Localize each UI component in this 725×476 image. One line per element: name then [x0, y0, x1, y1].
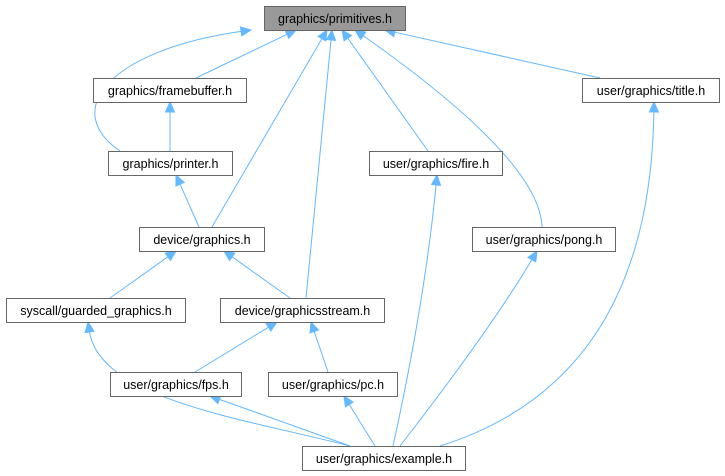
- edge-devgraphics-to-printer: [175, 173, 200, 228]
- node-box[interactable]: [93, 78, 247, 103]
- edge-line: [179, 183, 200, 228]
- node-label: syscall/guarded_graphics.h: [20, 304, 172, 318]
- node-pong[interactable]: user/graphics/pong.h: [472, 227, 616, 252]
- edge-fps-to-gstream: [194, 321, 279, 373]
- arrowhead: [325, 28, 337, 41]
- arrowhead: [175, 173, 186, 187]
- edge-line: [439, 111, 655, 447]
- node-label: user/graphics/title.h: [597, 84, 705, 98]
- node-gstream[interactable]: device/graphicsstream.h: [220, 298, 385, 323]
- node-label: user/graphics/fps.h: [123, 378, 229, 392]
- edge-line: [219, 398, 351, 447]
- edge-example-to-title: [439, 100, 660, 447]
- node-primitives[interactable]: graphics/primitives.h: [264, 6, 406, 31]
- edge-framebuffer-to-primitives: [195, 29, 298, 79]
- node-box[interactable]: [264, 6, 406, 31]
- node-box[interactable]: [369, 151, 503, 176]
- edge-example-to-guarded: [84, 320, 351, 447]
- node-label: device/graphics.h: [153, 233, 250, 247]
- edge-line: [194, 326, 269, 373]
- arrowhead: [341, 29, 353, 42]
- node-box[interactable]: [220, 298, 385, 323]
- edge-line: [394, 31, 601, 79]
- edge-gstream-to-primitives: [305, 28, 337, 299]
- edge-devgraphics-to-primitives: [211, 28, 328, 228]
- arrowhead: [265, 321, 279, 332]
- node-label: device/graphicsstream.h: [235, 304, 371, 318]
- node-box[interactable]: [472, 227, 616, 252]
- node-fire[interactable]: user/graphics/fire.h: [369, 151, 503, 176]
- arrowhead: [164, 100, 176, 113]
- node-box[interactable]: [6, 298, 186, 323]
- edge-line: [195, 33, 288, 79]
- edges-layer: [84, 26, 660, 447]
- arrowhead: [239, 26, 253, 37]
- node-label: graphics/primitives.h: [278, 12, 392, 26]
- node-devgraphics[interactable]: device/graphics.h: [139, 227, 265, 252]
- node-box[interactable]: [302, 446, 466, 471]
- nodes-layer: graphics/primitives.h graphics/framebuffe…: [6, 6, 720, 471]
- edge-fire-to-primitives: [341, 29, 429, 152]
- node-label: user/graphics/fire.h: [383, 157, 489, 171]
- node-label: user/graphics/example.h: [316, 452, 452, 466]
- node-label: user/graphics/pc.h: [282, 378, 384, 392]
- node-label: user/graphics/pong.h: [486, 233, 603, 247]
- edge-title-to-primitives: [383, 27, 601, 79]
- node-box[interactable]: [108, 151, 233, 176]
- node-box[interactable]: [582, 78, 720, 103]
- arrowhead: [648, 100, 660, 113]
- arrowhead: [527, 249, 538, 263]
- node-box[interactable]: [268, 372, 398, 397]
- node-box[interactable]: [110, 372, 242, 397]
- edge-example-to-fire: [392, 173, 442, 447]
- edge-example-to-pong: [399, 249, 538, 447]
- edge-example-to-fps: [208, 394, 351, 447]
- edge-line: [89, 331, 351, 447]
- node-example[interactable]: user/graphics/example.h: [302, 446, 466, 471]
- arrowhead: [430, 173, 442, 186]
- node-pc[interactable]: user/graphics/pc.h: [268, 372, 398, 397]
- node-printer[interactable]: graphics/printer.h: [108, 151, 233, 176]
- arrowhead: [317, 28, 328, 42]
- arrowhead: [223, 250, 236, 262]
- arrowhead: [284, 29, 298, 40]
- node-box[interactable]: [139, 227, 265, 252]
- edge-pong-to-primitives: [353, 29, 543, 228]
- arrowhead: [353, 29, 367, 41]
- arrowhead: [309, 320, 320, 334]
- edge-line: [348, 404, 376, 447]
- edge-guarded-to-devgraphics: [109, 250, 177, 299]
- arrowhead: [164, 250, 177, 262]
- edge-line: [347, 37, 429, 152]
- edge-line: [211, 38, 323, 228]
- node-guarded[interactable]: syscall/guarded_graphics.h: [6, 298, 186, 323]
- edge-example-to-pc: [343, 394, 376, 447]
- edge-gstream-to-devgraphics: [223, 250, 291, 299]
- node-title[interactable]: user/graphics/title.h: [582, 78, 720, 103]
- arrowhead: [343, 394, 355, 408]
- node-label: graphics/framebuffer.h: [108, 84, 232, 98]
- edge-line: [313, 331, 329, 373]
- arrowhead: [84, 320, 95, 334]
- edge-line: [392, 184, 437, 447]
- edge-line: [231, 256, 291, 299]
- node-fps[interactable]: user/graphics/fps.h: [110, 372, 242, 397]
- edge-pc-to-gstream: [309, 320, 329, 373]
- edge-line: [305, 39, 332, 299]
- edge-line: [109, 256, 169, 299]
- node-framebuffer[interactable]: graphics/framebuffer.h: [93, 78, 247, 103]
- edge-line: [399, 259, 533, 447]
- node-label: graphics/printer.h: [123, 157, 219, 171]
- edge-printer-to-framebuffer: [164, 100, 176, 151]
- edge-line: [362, 35, 543, 228]
